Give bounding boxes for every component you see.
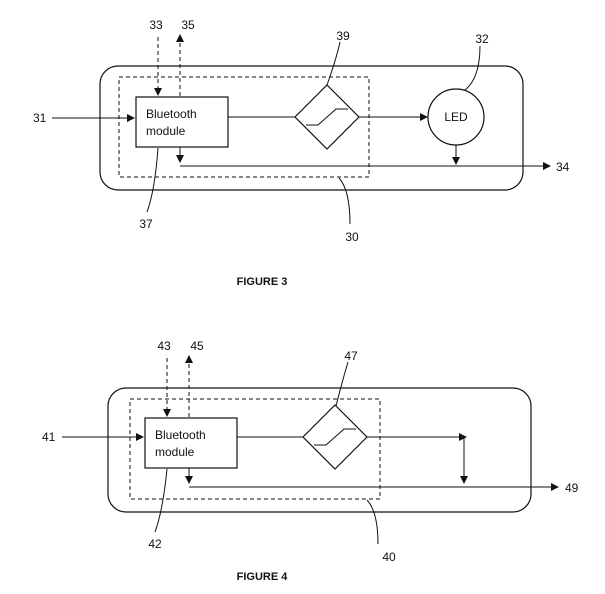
figure-title: FIGURE 4 [237, 571, 289, 583]
figure-4: Bluetooth module 41 43 45 47 49 42 40 FI… [42, 339, 579, 583]
ref-output: 34 [556, 160, 570, 174]
ref-switch: 39 [336, 29, 350, 43]
ref-dashed-box: 30 [345, 230, 359, 244]
ref-led: 32 [475, 32, 489, 46]
ref-dashed-out: 35 [181, 18, 195, 32]
bluetooth-module-label-line2: module [146, 124, 186, 138]
figure-3: Bluetooth module 31 33 35 39 LED 32 34 3 [33, 18, 570, 288]
ref-module-leader [147, 148, 158, 212]
bluetooth-module-label: Bluetooth [155, 428, 206, 442]
ref-module: 42 [148, 537, 162, 551]
ref-dashed-box: 40 [382, 550, 396, 564]
ref-switch-leader [327, 42, 340, 85]
ref-output: 49 [565, 481, 579, 495]
ref-switch: 47 [344, 349, 358, 363]
figure-title: FIGURE 3 [237, 276, 288, 288]
ref-input: 41 [42, 430, 56, 444]
led-label: LED [444, 110, 468, 124]
ref-dashed-box-leader [367, 500, 378, 544]
bluetooth-module-box [145, 418, 237, 468]
ref-dashed-out: 45 [190, 339, 204, 353]
bluetooth-module-box [136, 97, 228, 147]
ref-module-leader [155, 469, 167, 532]
ref-dashed-box-leader [339, 178, 350, 224]
bluetooth-module-label-line2: module [155, 445, 195, 459]
ref-input: 31 [33, 111, 47, 125]
ref-dashed-in: 43 [157, 339, 171, 353]
bluetooth-module-label: Bluetooth [146, 107, 197, 121]
ref-module: 37 [139, 217, 153, 231]
ref-dashed-in: 33 [149, 18, 163, 32]
ref-led-leader [465, 46, 480, 90]
